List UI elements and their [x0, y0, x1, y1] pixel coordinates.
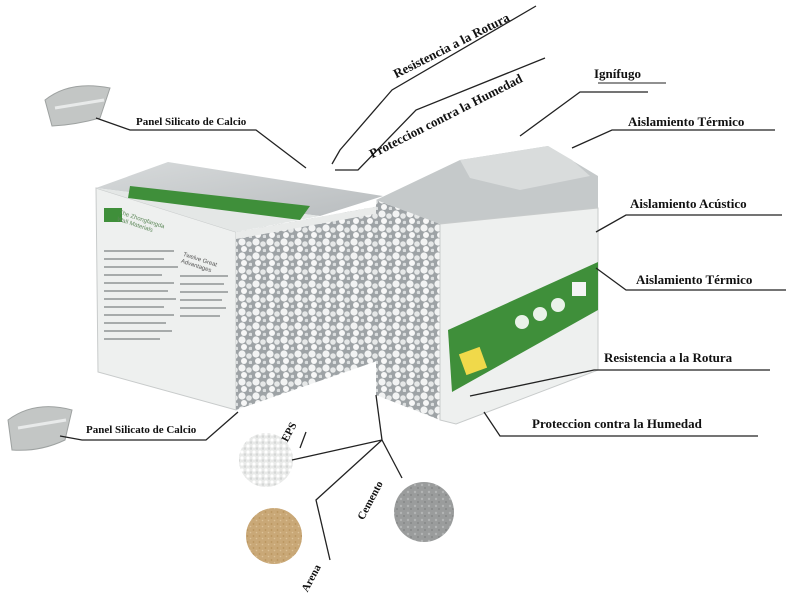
right-panel-tongue	[460, 146, 590, 190]
right-panel-foam-core	[376, 200, 440, 420]
calcium-silicate-chip-top	[44, 85, 111, 127]
label-proteccion-bottom: Proteccion contra la Humedad	[532, 416, 702, 431]
right-panel-logo	[458, 346, 488, 376]
arena-material-sample	[246, 508, 302, 564]
cemento-material-sample	[394, 482, 454, 542]
right-panel-cert-icon-2	[533, 307, 547, 321]
label-resistencia-bottom: Resistencia a la Rotura	[604, 350, 733, 365]
leader-lines	[59, 5, 786, 561]
calcium-silicate-chip-bottom	[7, 406, 73, 451]
label-panel-silicato-top: Panel Silicato de Calcio	[136, 116, 247, 128]
left-panel-text-lines	[104, 250, 228, 340]
left-panel-logo	[104, 208, 122, 222]
right-panel-qr-code	[572, 282, 586, 296]
left-panel-foam-core	[236, 206, 380, 410]
label-panel-silicato-bottom: Panel Silicato de Calcio	[86, 424, 197, 436]
label-aislamiento-termico-top: Aislamiento Térmico	[628, 114, 745, 129]
label-aislamiento-termico-mid: Aislamiento Térmico	[636, 272, 753, 287]
label-ignifugo: Ignífugo	[594, 66, 641, 81]
eps-material-sample	[239, 433, 293, 487]
left-panel-skin-top	[236, 206, 380, 239]
left-panel-top-edge	[96, 162, 383, 216]
right-wall-panel	[376, 146, 599, 425]
left-wall-panel	[95, 162, 383, 411]
right-panel-cert-icon-3	[551, 298, 565, 312]
right-panel-cert-icon-1	[515, 315, 529, 329]
left-panel-green-band	[128, 186, 310, 220]
label-aislamiento-acustico: Aislamiento Acústico	[630, 196, 747, 211]
